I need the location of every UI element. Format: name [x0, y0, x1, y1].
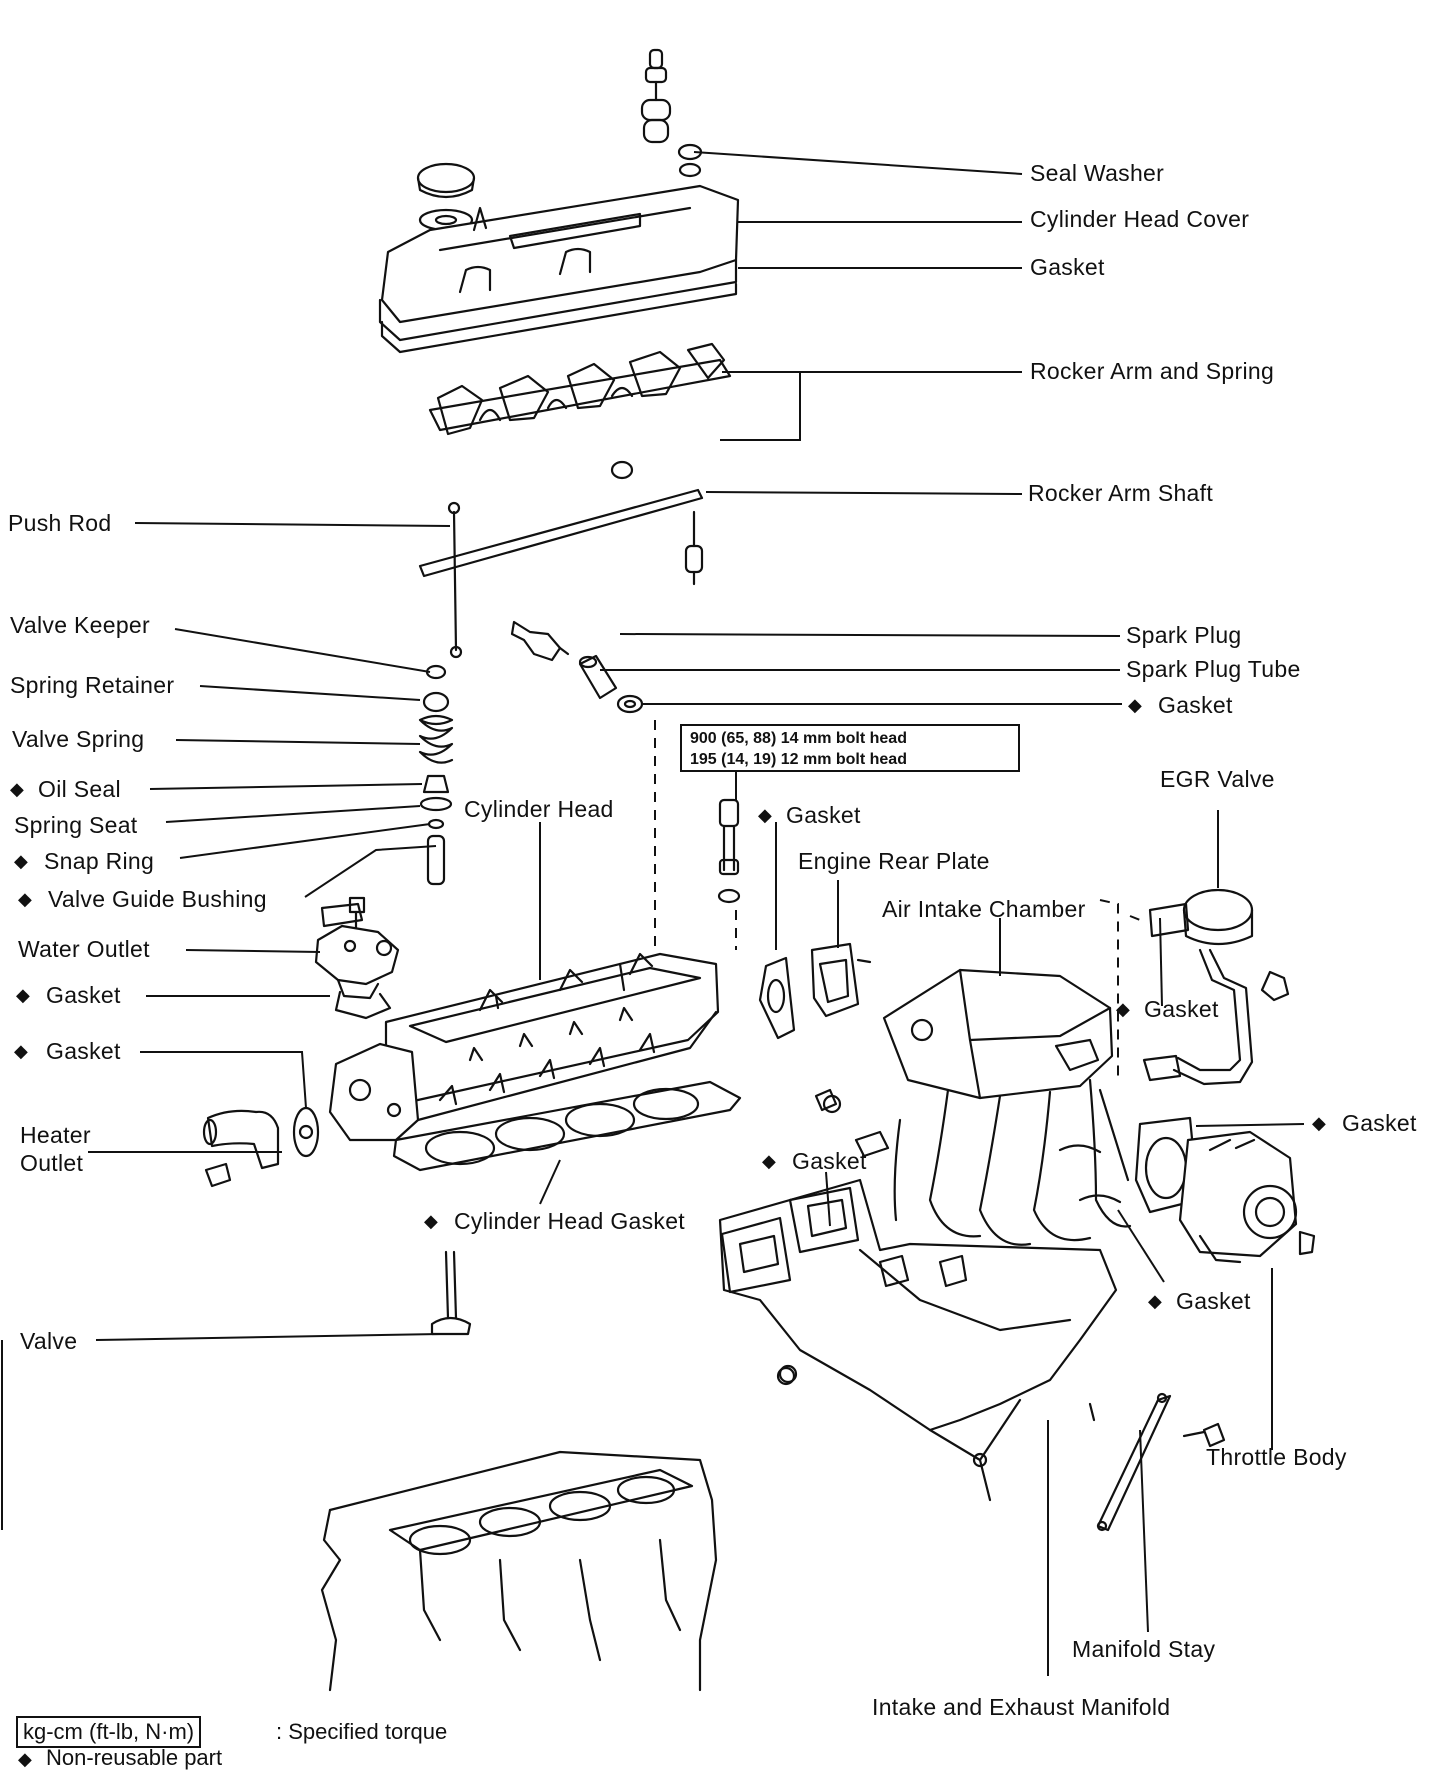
- label-cylinder-head: Cylinder Head: [464, 796, 614, 822]
- cover-stud-drawing: [640, 48, 703, 178]
- cylinder-head-cover-drawing: [378, 184, 740, 354]
- label-spring-seat: Spring Seat: [14, 812, 138, 838]
- label-engine-rear-plate: Engine Rear Plate: [798, 848, 990, 874]
- label-gasket-manifold-right: Gasket: [1176, 1288, 1251, 1314]
- label-rocker-arm-shaft: Rocker Arm Shaft: [1028, 480, 1214, 506]
- non-reusable-marker: ◆: [1312, 1113, 1326, 1133]
- label-intake-exhaust-manifold: Intake and Exhaust Manifold: [872, 1694, 1171, 1720]
- label-cylinder-head-gasket: Cylinder Head Gasket: [454, 1208, 685, 1234]
- non-reusable-marker: ◆: [424, 1211, 438, 1231]
- valve-drawing: [430, 1250, 472, 1336]
- throttle-body-drawing: [1134, 1116, 1316, 1264]
- label-gasket-cover: Gasket: [1030, 254, 1105, 280]
- non-reusable-marker: ◆: [758, 805, 772, 825]
- non-reusable-marker: ◆: [1116, 999, 1130, 1019]
- label-heater-outlet-line1: Heater: [20, 1122, 91, 1148]
- label-push-rod: Push Rod: [8, 510, 112, 536]
- non-reusable-marker: ◆: [1128, 695, 1142, 715]
- label-water-outlet: Water Outlet: [18, 936, 150, 962]
- non-reusable-marker: ◆: [16, 985, 30, 1005]
- label-gasket-manifold-left: Gasket: [792, 1148, 867, 1174]
- label-gasket-egr: Gasket: [1144, 996, 1219, 1022]
- label-spark-plug-tube: Spark Plug Tube: [1126, 656, 1301, 682]
- water-outlet-drawing: [314, 896, 400, 1020]
- label-gasket-stud: Gasket: [786, 802, 861, 828]
- non-reusable-marker: ◆: [14, 851, 28, 871]
- cylinder-head-gasket-drawing: [392, 1080, 742, 1172]
- label-valve-keeper: Valve Keeper: [10, 612, 150, 638]
- torque-spec-line2: 195 (14, 19) 12 mm bolt head: [690, 751, 907, 768]
- rocker-arm-assembly-drawing: [428, 342, 732, 436]
- label-valve-guide-bushing: Valve Guide Bushing: [48, 886, 267, 912]
- engine-rear-plate-drawing: [758, 942, 872, 1040]
- label-snap-ring: Snap Ring: [44, 848, 155, 874]
- cylinder-head-drawing: [328, 952, 720, 1142]
- legend-torque-box: kg-cm (ft-lb, N·m): [16, 1716, 202, 1748]
- non-reusable-marker: ◆: [14, 1041, 28, 1061]
- legend-non-reusable: Non-reusable part: [46, 1745, 223, 1770]
- label-air-intake-chamber: Air Intake Chamber: [882, 896, 1086, 922]
- label-throttle-body: Throttle Body: [1206, 1444, 1347, 1470]
- label-gasket-water-outlet: Gasket: [46, 982, 121, 1008]
- label-oil-seal: Oil Seal: [38, 776, 121, 802]
- oil-cap-drawing: [416, 162, 476, 232]
- label-seal-washer: Seal Washer: [1030, 160, 1165, 186]
- label-gasket-heater: Gasket: [46, 1038, 121, 1064]
- label-rocker-arm-and-spring: Rocker Arm and Spring: [1030, 358, 1275, 384]
- label-egr-valve: EGR Valve: [1160, 766, 1275, 792]
- egr-valve-drawing: [1142, 888, 1290, 1086]
- torque-spec-line1: 900 (65, 88) 14 mm bolt head: [690, 730, 907, 747]
- non-reusable-marker: ◆: [10, 779, 24, 799]
- valve-train-drawing: [418, 664, 454, 886]
- label-manifold-stay: Manifold Stay: [1072, 1636, 1216, 1662]
- label-heater-outlet-line2: Outlet: [20, 1150, 84, 1176]
- air-intake-chamber-drawing: [882, 968, 1114, 1100]
- leader-lines: [1, 151, 1305, 1676]
- intake-runners-drawing: [893, 1078, 1132, 1246]
- label-spring-retainer: Spring Retainer: [10, 672, 175, 698]
- torque-spec-box: 900 (65, 88) 14 mm bolt head 195 (14, 19…: [680, 724, 1020, 772]
- non-reusable-marker: ◆: [762, 1151, 776, 1171]
- rocker-arm-shaft-drawing: [418, 460, 704, 586]
- manifold-stay-drawing: [1096, 1392, 1172, 1532]
- stud-bolt-drawing: [717, 798, 741, 904]
- label-gasket-spark-tube: Gasket: [1158, 692, 1233, 718]
- spark-plug-drawing: [510, 620, 644, 714]
- hardware-bolts-drawing: [778, 1088, 1226, 1448]
- legend-diamond-icon: ◆: [18, 1749, 32, 1769]
- label-gasket-throttle: Gasket: [1342, 1110, 1417, 1136]
- engine-block-drawing: [320, 1450, 718, 1692]
- non-reusable-marker: ◆: [1148, 1291, 1162, 1311]
- label-valve-spring: Valve Spring: [12, 726, 145, 752]
- label-valve: Valve: [20, 1328, 78, 1354]
- legend-torque-desc: : Specified torque: [276, 1719, 448, 1744]
- label-spark-plug: Spark Plug: [1126, 622, 1242, 648]
- label-cylinder-head-cover: Cylinder Head Cover: [1030, 206, 1250, 232]
- intake-exhaust-manifold-drawing: [718, 1178, 1118, 1502]
- heater-outlet-drawing: [202, 1106, 320, 1188]
- push-rod-drawing: [452, 510, 458, 652]
- manifold-gaskets-drawing: [822, 1094, 1122, 1204]
- non-reusable-marker: ◆: [18, 889, 32, 909]
